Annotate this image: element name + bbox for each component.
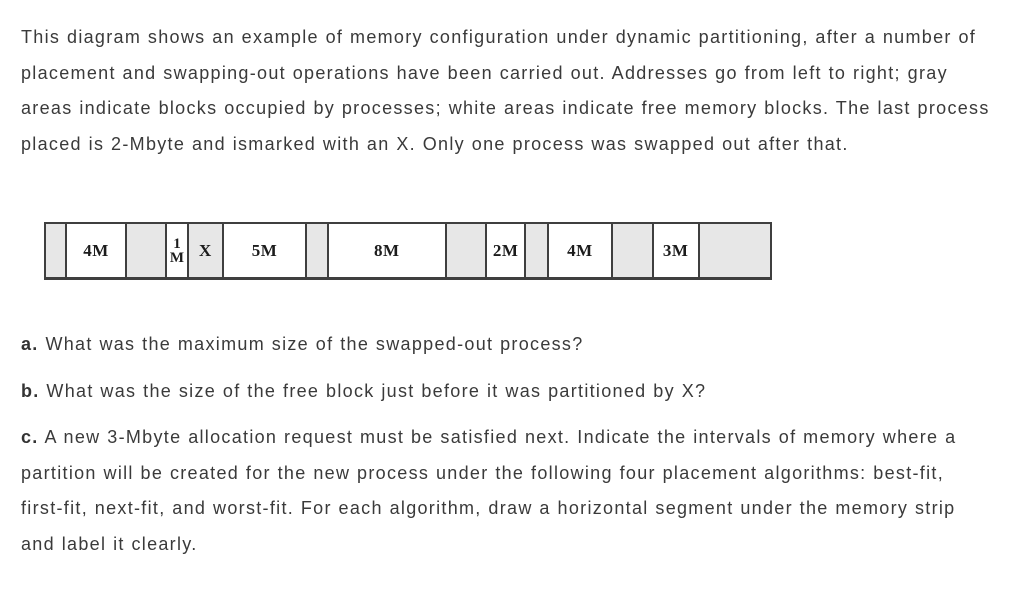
problem-page: This diagram shows an example of memory … <box>21 27 1024 562</box>
memory-block-label: 2M <box>492 240 519 260</box>
memory-block-2m: 2M <box>484 224 525 277</box>
question-c: c. A new 3-Mbyte allocation request must… <box>21 420 991 562</box>
question-b-prefix: b. <box>21 380 40 401</box>
question-b: b. What was the size of the free block j… <box>21 374 991 410</box>
memory-block-label: 5M <box>251 240 278 260</box>
memory-block-label: 8M <box>374 240 400 260</box>
memory-block-8m: 8M <box>327 224 445 277</box>
memory-block-label: 4M <box>83 240 109 260</box>
memory-block-x: X <box>186 224 223 277</box>
memory-block-occupied-12 <box>611 224 652 277</box>
question-c-text: A new 3-Mbyte allocation request must be… <box>21 427 957 554</box>
memory-block-occupied-14 <box>697 224 770 277</box>
memory-block-label: 1 M <box>169 235 185 266</box>
memory-strip-diagram: 4M 1 M X 5M 8M 2M 4M 3M <box>44 222 772 280</box>
memory-block-4m: 4M <box>65 224 125 277</box>
memory-block-occupied-8 <box>444 224 485 277</box>
question-a: a. What was the maximum size of the swap… <box>21 327 991 363</box>
memory-block-5m: 5M <box>222 224 305 277</box>
memory-block-occupied-6 <box>304 224 328 277</box>
memory-block-3m: 3M <box>651 224 698 277</box>
memory-block-label: 3M <box>662 240 689 260</box>
question-b-text: What was the size of the free block just… <box>46 380 707 401</box>
memory-block-label: X <box>198 240 212 260</box>
questions-section: a. What was the maximum size of the swap… <box>21 327 1024 562</box>
memory-block-occupied-2 <box>124 224 166 277</box>
memory-block-4m: 4M <box>546 224 612 277</box>
memory-block-1m: 1 M <box>165 224 187 277</box>
question-a-text: What was the maximum size of the swapped… <box>45 334 584 354</box>
memory-block-occupied-0 <box>46 224 66 277</box>
question-c-prefix: c. <box>21 427 39 447</box>
memory-block-occupied-10 <box>524 224 547 277</box>
question-a-prefix: a. <box>21 334 39 354</box>
memory-block-label: 4M <box>567 240 593 260</box>
intro-paragraph: This diagram shows an example of memory … <box>21 27 990 154</box>
